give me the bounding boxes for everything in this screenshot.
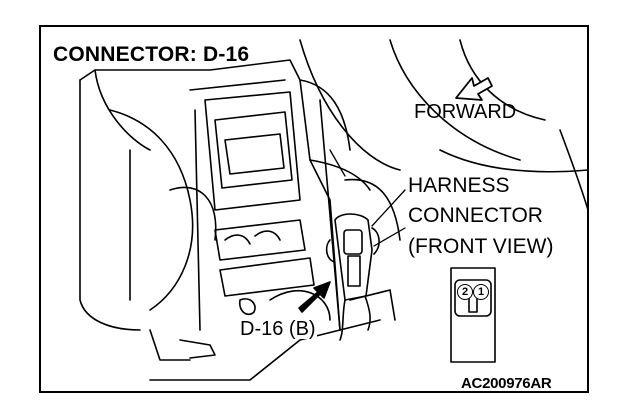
connector-callout: D-16 (B) <box>239 318 317 340</box>
harness-label-line2: CONNECTOR <box>408 204 543 227</box>
pin-2: 2 <box>457 284 473 300</box>
connector-d16 <box>325 213 380 341</box>
floor-panel-arcs <box>299 39 589 173</box>
forward-arrow-icon <box>455 77 493 101</box>
harness-label-line3: (FRONT VIEW) <box>408 235 554 258</box>
connector-face-box <box>450 267 496 363</box>
leader-lines <box>329 149 406 247</box>
connector-title: CONNECTOR: D-16 <box>53 43 250 66</box>
pointer-arrow-icon <box>298 281 331 313</box>
figure-code: AC200976AR <box>461 375 552 392</box>
forward-label: FORWARD <box>414 101 517 123</box>
pin-1: 1 <box>473 284 489 300</box>
harness-label-line1: HARNESS <box>408 174 510 197</box>
center-console <box>79 59 589 381</box>
